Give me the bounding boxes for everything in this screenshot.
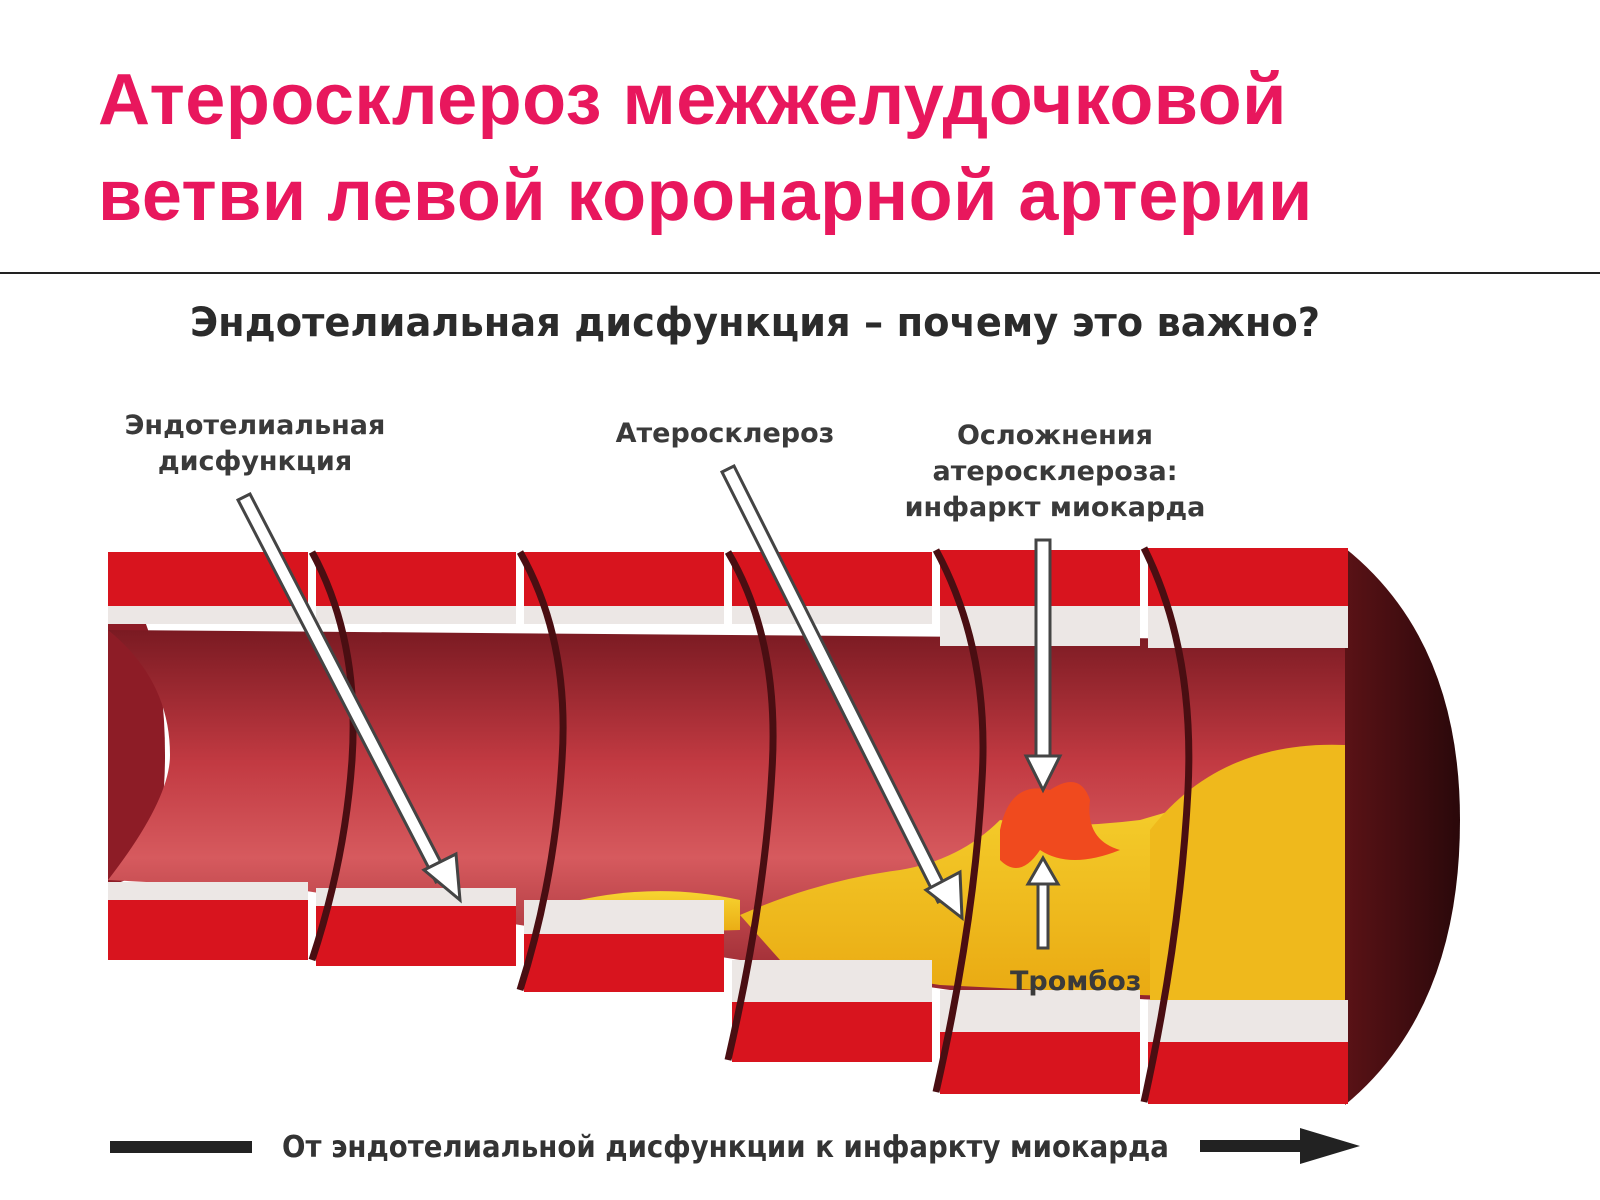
label-complications-line1: Осложнения [956, 420, 1154, 451]
artery-top-walls [108, 548, 1348, 648]
label-complications-line2: атеросклероза: [932, 456, 1178, 487]
plaque-occlusion [1150, 744, 1345, 1000]
title-divider [0, 272, 1600, 274]
slide-title-line2: ветви левой коронарной артерии [98, 156, 1313, 236]
label-thrombosis: Тромбоз [1010, 966, 1142, 997]
artery-bottom-walls [108, 882, 1348, 1104]
progression-caption: От эндотелиальной дисфункции к инфаркту … [282, 1130, 1169, 1165]
label-complications-line3: инфаркт миокарда [904, 492, 1206, 523]
annotation-arrow-icon [235, 463, 1063, 950]
slide-title: Атеросклероз межжелудочковой ветви левой… [98, 52, 1518, 244]
label-endothelial-line1: Эндотелиальная [124, 410, 386, 441]
arrow-right-icon [110, 1128, 1360, 1164]
label-endothelial-dysfunction: Эндотелиальная дисфункция [120, 408, 390, 480]
label-atherosclerosis: Атеросклероз [615, 418, 835, 449]
label-complications: Осложнения атеросклероза: инфаркт миокар… [900, 418, 1210, 526]
thrombus [1000, 782, 1120, 868]
figure-title: Эндотелиальная дисфункция – почему это в… [190, 300, 1321, 346]
label-endothelial-line2: дисфункция [157, 446, 353, 477]
artery-end-cap [1345, 548, 1460, 1105]
segment-seams [308, 546, 1193, 1103]
slide-title-line1: Атеросклероз межжелудочковой [98, 60, 1287, 140]
